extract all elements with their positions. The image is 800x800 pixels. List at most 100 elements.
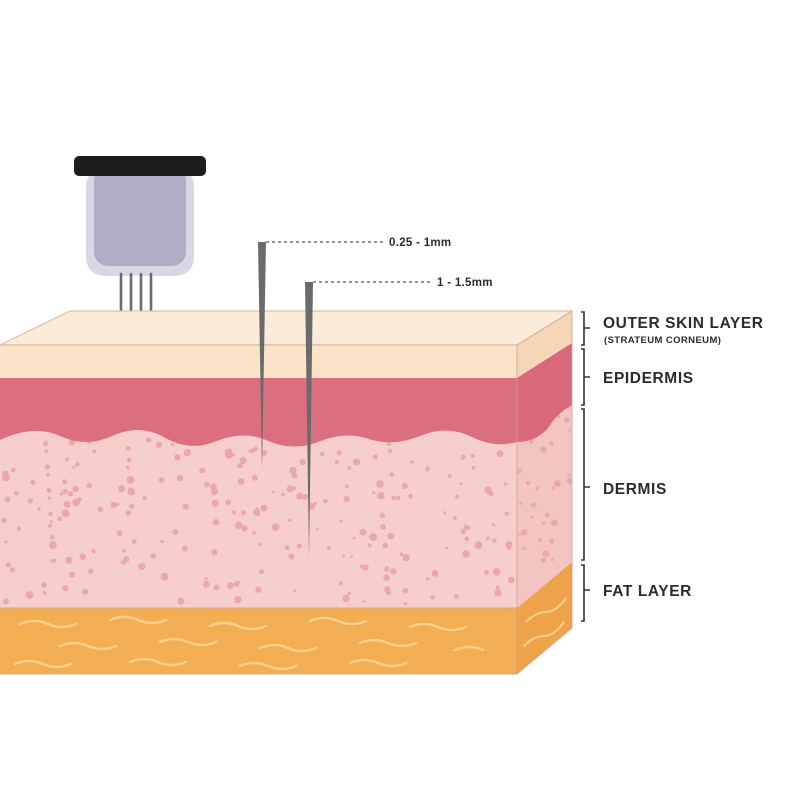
epidermis-layer	[0, 378, 517, 447]
dermis-dot	[336, 449, 342, 456]
dermis-dot	[296, 543, 302, 549]
dermis-dot	[504, 482, 508, 486]
dermis-dot	[118, 487, 124, 493]
dermis-dot	[92, 449, 96, 454]
dermis-dot	[142, 496, 147, 501]
label-stratum-corneum: (STRATEUM CORNEUM)	[604, 335, 721, 346]
dermis-dot	[384, 586, 391, 593]
dermis-dot	[353, 458, 361, 466]
dermis-dot	[402, 588, 409, 594]
dermis-dot	[49, 541, 57, 549]
dermis-dot	[447, 474, 452, 478]
dermis-dot	[59, 492, 64, 496]
dermis-dot	[91, 549, 96, 554]
dermis-dot	[160, 572, 169, 581]
label-outer-skin-layer: OUTER SKIN LAYER	[603, 315, 764, 332]
dermis-dot	[260, 504, 268, 512]
dermis-dot	[343, 495, 351, 503]
dermis-dot	[431, 569, 439, 577]
side-dermis-dot	[551, 558, 554, 562]
dermis-dot	[183, 449, 191, 457]
dermis-dot	[30, 479, 36, 486]
dermis-dot	[492, 538, 497, 543]
skin-top-face	[0, 310, 574, 346]
dermis-dot	[204, 577, 208, 581]
dermis-dot	[382, 542, 389, 549]
side-stratum-corneum	[517, 311, 572, 378]
dermis-dot	[315, 527, 319, 531]
dermis-dot	[255, 507, 260, 512]
dermis-dot	[296, 492, 304, 500]
dermis-dot	[10, 567, 15, 573]
dermis-dot	[399, 552, 404, 557]
dermis-dot	[372, 454, 378, 460]
dermis-dots	[1, 436, 515, 606]
dermis-dot	[37, 507, 41, 511]
dermis-dot	[126, 457, 132, 463]
dermis-dot	[123, 556, 130, 563]
dermis-dot	[383, 574, 390, 582]
side-dermis-dot	[551, 519, 558, 526]
dermis-dot	[271, 490, 275, 494]
dermis-dot	[138, 562, 146, 571]
dermis-dot	[484, 569, 489, 575]
dermis-dot	[507, 546, 511, 551]
dermis-dot	[224, 448, 233, 457]
dermis-dot	[250, 448, 256, 453]
dermis-dot	[323, 499, 328, 504]
dermis-dot	[204, 481, 210, 488]
dermis-dot	[334, 460, 339, 465]
dermis-dot	[97, 506, 104, 512]
dermis-dot	[48, 496, 52, 500]
dermis-dot	[42, 590, 47, 595]
dermis-dot	[474, 541, 483, 549]
dermis-dot	[486, 536, 490, 541]
dermis-dot	[308, 502, 315, 510]
side-dermis-dot	[537, 537, 543, 543]
side-dermis-dot	[542, 550, 549, 558]
dermis-dot	[376, 480, 384, 488]
dermis-dot	[72, 485, 79, 493]
dermis-dot	[430, 595, 435, 600]
dermis-dot	[67, 491, 74, 497]
dermis-dot	[299, 458, 306, 465]
depth-label-deep: 1 - 1.5mm	[437, 277, 493, 289]
dermis-dot	[425, 467, 430, 472]
dermis-dot	[289, 466, 297, 474]
dermis-dot	[380, 524, 386, 530]
stratum-corneum-layer	[0, 345, 517, 378]
side-epidermis	[517, 343, 572, 442]
bracket-dermis	[581, 408, 590, 561]
dermis-dot	[87, 568, 94, 575]
dermis-dot	[48, 523, 53, 528]
side-dermis-dot	[554, 480, 561, 487]
dermis-dot	[4, 496, 11, 503]
dermis-dot	[391, 495, 396, 501]
dermis-dot	[82, 588, 89, 595]
dermis-dot	[131, 539, 137, 544]
dermis-dot	[122, 549, 126, 553]
dermis-dot	[199, 467, 206, 474]
dermis-dot	[25, 591, 34, 599]
dermis-dot	[387, 448, 393, 454]
dermis-dot	[291, 472, 298, 479]
dermis-dot	[386, 441, 392, 447]
dermis-dot	[257, 542, 262, 547]
dermis-dot	[182, 503, 189, 510]
dermis-dot	[408, 493, 413, 499]
dermis-dot	[62, 585, 69, 592]
dermis-dot	[248, 449, 252, 453]
dermis-dot	[505, 541, 513, 549]
dermis-dot	[372, 491, 376, 495]
dermis-dot	[369, 533, 378, 541]
label-epidermis: EPIDERMIS	[603, 370, 694, 387]
dermis-dot	[225, 499, 231, 506]
side-dermis-dot	[563, 417, 570, 423]
dermis-dot	[339, 519, 343, 523]
dermis-dot	[379, 512, 386, 519]
dermis-dot	[150, 553, 156, 559]
dermis-dot	[347, 591, 352, 596]
dermis-dot	[57, 516, 63, 522]
dermis-dot	[44, 464, 51, 470]
